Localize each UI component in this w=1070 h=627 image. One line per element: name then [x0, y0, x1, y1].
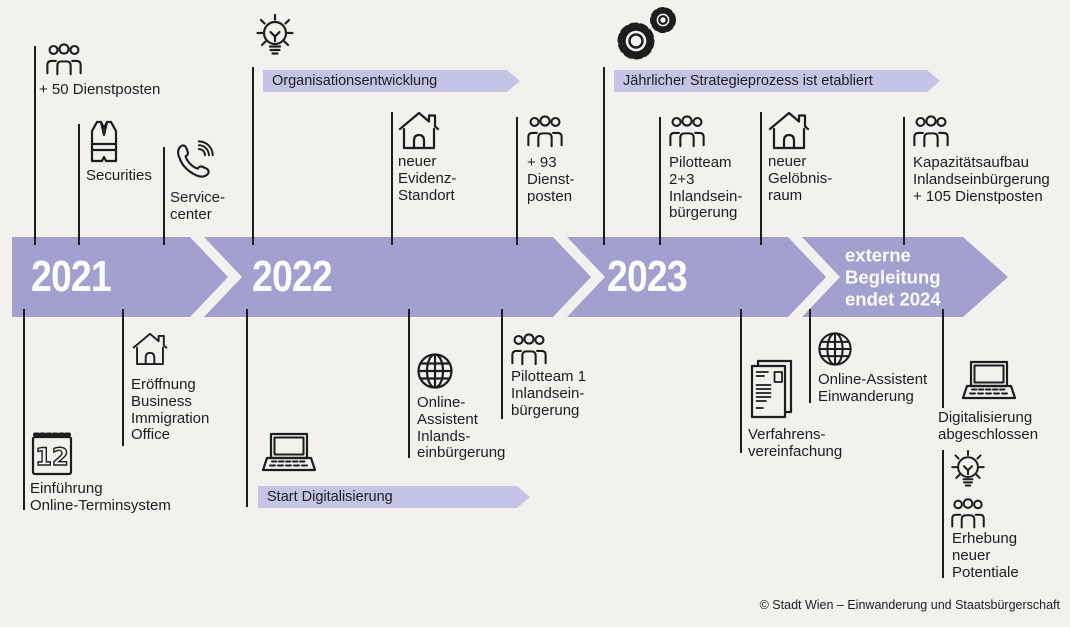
connector-line — [942, 450, 944, 578]
connector-line — [809, 309, 811, 403]
copyright-note: © Stadt Wien – Einwanderung und Staatsbü… — [759, 598, 1060, 612]
connector-line — [659, 117, 661, 245]
house-icon — [767, 110, 811, 150]
globe-icon — [817, 331, 853, 367]
team-icon — [950, 497, 986, 529]
connector-line — [603, 67, 605, 245]
milestone-label-immigration-office: Eröffnung Business Immigration Office — [131, 376, 210, 444]
connector-line — [246, 309, 248, 507]
connector-line — [501, 309, 503, 419]
timeline-segment-2022: 2022 — [204, 237, 591, 317]
team-icon — [912, 114, 950, 148]
milestone-label-pilotteam-23: Pilotteam 2+3 Inlandsein- bürgerung — [669, 154, 743, 222]
connector-line — [740, 309, 742, 453]
year-label-2021: 2021 — [31, 252, 112, 301]
milestone-label-geloebnisraum: neuer Gelöbnis- raum — [768, 153, 833, 204]
milestone-label-assistent-einwanderung: Online-Assistent Einwanderung — [818, 371, 928, 405]
phone-icon — [171, 138, 217, 184]
milestone-label-evidenz-standort: neuer Evidenz- Standort — [398, 153, 457, 204]
connector-line — [252, 67, 254, 245]
end-label-2024: externe Begleitung endet 2024 — [845, 244, 941, 309]
banner-start-digitalisierung: Start Digitalisierung — [258, 486, 530, 508]
milestone-label-digitalisierung-abgeschlossen: Digitalisierung abgeschlossen — [938, 409, 1039, 443]
milestone-label-dienstposten-93: + 93 Dienst- posten — [527, 154, 575, 205]
safety-vest-icon — [89, 120, 119, 164]
document-icon — [749, 358, 795, 420]
banner-organisationsentwicklung: Organisationsentwicklung — [263, 70, 520, 92]
connector-line — [391, 112, 393, 245]
connector-line — [23, 309, 25, 510]
lightbulb-icon — [949, 450, 987, 495]
connector-line — [122, 309, 124, 446]
banner-strategieprozess: Jährlicher Strategieprozess ist etablier… — [614, 70, 940, 92]
year-label-2023: 2023 — [607, 252, 688, 301]
connector-line — [163, 147, 165, 245]
milestone-label-assistent-inland: Online- Assistent Inlands- einbürgerung — [417, 394, 506, 462]
milestone-label-securities: Securities — [86, 167, 152, 184]
year-label-2022: 2022 — [252, 252, 333, 301]
team-icon — [45, 42, 83, 76]
gears-icon — [612, 5, 682, 63]
team-icon — [526, 114, 564, 148]
timeline-segment-2023: 2023 — [567, 237, 826, 317]
timeline-segment-2021: 2021 — [12, 237, 228, 317]
globe-icon — [416, 352, 454, 390]
calendar-icon — [31, 430, 73, 476]
house-icon — [131, 331, 169, 366]
connector-line — [34, 46, 36, 245]
connector-line — [78, 124, 80, 245]
lightbulb-icon — [254, 14, 296, 64]
milestone-label-terminsystem: Einführung Online-Terminsystem — [30, 480, 171, 514]
connector-line — [516, 117, 518, 245]
connector-line — [942, 309, 944, 408]
milestone-label-kapazitaetsaufbau: Kapazitätsaufbau Inlandseinbürgerung + 1… — [913, 154, 1050, 205]
house-icon — [397, 110, 441, 150]
laptop-icon — [960, 360, 1018, 402]
milestone-label-erhebung-potentiale: Erhebung neuer Potentiale — [952, 530, 1019, 581]
timeline-segment-2024: externe Begleitung endet 2024 — [802, 237, 1008, 317]
milestone-label-servicecenter: Service- center — [170, 189, 226, 223]
connector-line — [408, 309, 410, 458]
team-icon — [510, 332, 548, 366]
milestone-label-pilotteam-1: Pilotteam 1 Inlandsein- bürgerung — [511, 368, 587, 419]
connector-line — [903, 117, 905, 245]
connector-line — [760, 112, 762, 245]
team-icon — [668, 114, 706, 148]
milestone-label-dienstposten-50: + 50 Dienstposten — [39, 81, 161, 98]
laptop-icon — [260, 432, 318, 474]
milestone-label-verfahrensvereinfachung: Verfahrens- vereinfachung — [748, 426, 843, 460]
